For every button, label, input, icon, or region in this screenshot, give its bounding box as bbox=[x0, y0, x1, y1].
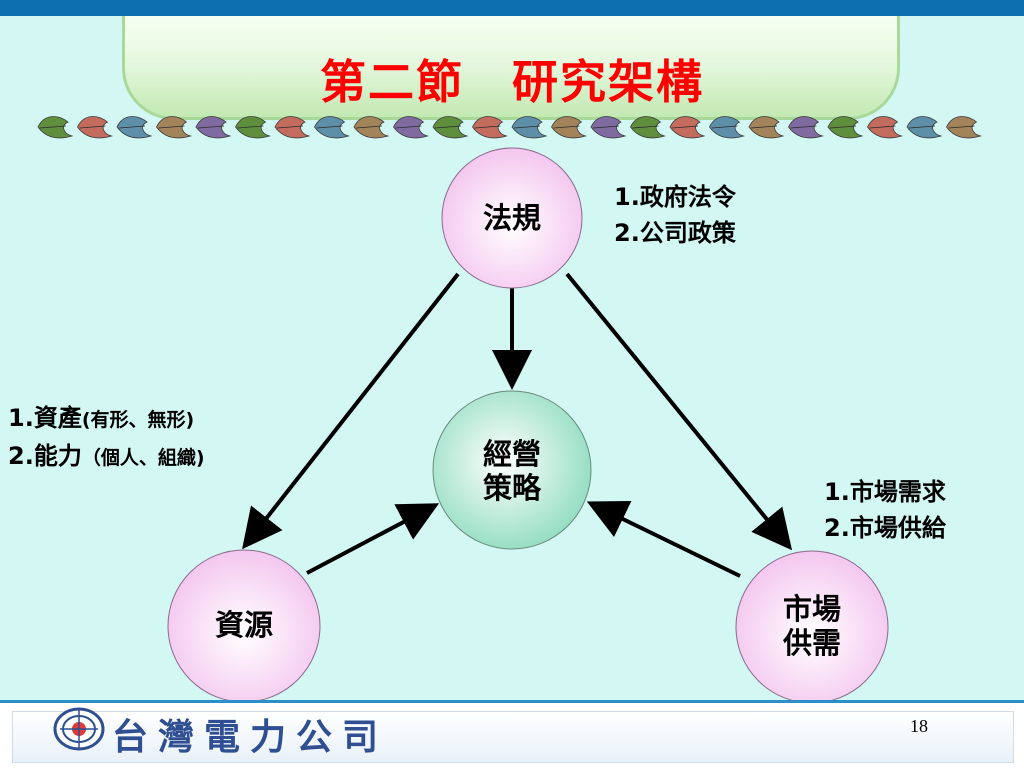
top-band bbox=[0, 0, 1024, 16]
leaf-vein bbox=[711, 125, 738, 129]
market-label-line-2: 供需 bbox=[782, 626, 841, 660]
arrow-resource-to-strategy bbox=[306, 503, 440, 575]
leaf-vein bbox=[750, 125, 778, 129]
resource-note-main-1: 1.資產 bbox=[8, 404, 82, 432]
company-logo-icon bbox=[53, 707, 105, 751]
resource-note-sub-1: (有形、無形) bbox=[81, 409, 195, 431]
leaf-vein bbox=[553, 125, 580, 129]
leaf-vein bbox=[395, 125, 422, 129]
leaf-vein bbox=[434, 125, 462, 129]
leaf-vein bbox=[908, 125, 936, 129]
leaf-vein bbox=[513, 125, 541, 129]
resource-note-sub-2: （個人、組織) bbox=[81, 447, 205, 469]
regulation-note-line-2: 2.公司政策 bbox=[614, 219, 736, 247]
market-note: 1.市場需求 2.市場供給 bbox=[824, 474, 946, 546]
footer-bar bbox=[12, 711, 1014, 763]
market-label-line-1: 市場 bbox=[782, 592, 841, 626]
leaf-vein bbox=[829, 125, 857, 129]
leaf-vein bbox=[316, 125, 343, 129]
company-name: 台灣電力公司 bbox=[112, 717, 389, 758]
leaf-vein bbox=[158, 125, 185, 129]
leaf-vein bbox=[39, 125, 67, 129]
leaf-vein bbox=[790, 125, 817, 129]
leaf-vein bbox=[592, 125, 620, 129]
regulation-node-label: 法規 bbox=[482, 201, 541, 235]
market-node-label: 市場 供需 bbox=[752, 592, 872, 660]
resource-note-main-2: 2.能力 bbox=[8, 442, 82, 470]
leaf-vein bbox=[276, 125, 304, 129]
arrow-market-to-strategy bbox=[586, 501, 741, 578]
regulation-note-line-1: 1.政府法令 bbox=[614, 183, 736, 211]
arrow-regulation-to-market bbox=[565, 272, 793, 551]
market-note-line-1: 1.市場需求 bbox=[824, 478, 946, 506]
strategy-label-line-1: 經營 bbox=[482, 437, 541, 471]
leaf-border-decoration bbox=[37, 116, 983, 139]
leaf-vein bbox=[197, 125, 225, 129]
resource-note-line-1: 1.資產(有形、無形) bbox=[8, 400, 205, 438]
leaf-vein bbox=[948, 125, 975, 129]
leaf-vein bbox=[355, 125, 383, 129]
slide-title: 第二節 研究架構 bbox=[320, 55, 704, 109]
regulation-node bbox=[441, 147, 583, 289]
leaf-vein bbox=[632, 125, 659, 129]
arrow-regulation-to-resource bbox=[242, 272, 460, 550]
leaf-border bbox=[37, 116, 983, 139]
leaf-vein bbox=[118, 125, 146, 129]
footer bbox=[0, 700, 1024, 771]
resource-node-label: 資源 bbox=[214, 608, 273, 642]
leaf-vein bbox=[474, 125, 501, 129]
strategy-label-line-2: 策略 bbox=[482, 471, 541, 505]
strategy-node bbox=[432, 390, 592, 550]
leaf-vein bbox=[237, 125, 264, 129]
title-banner bbox=[122, 16, 900, 120]
leaf-vein bbox=[869, 125, 896, 129]
leaf-vein bbox=[79, 125, 106, 129]
resource-note: 1.資產(有形、無形) 2.能力（個人、組織) bbox=[8, 400, 205, 476]
page-number: 18 bbox=[910, 716, 928, 736]
resource-note-line-2: 2.能力（個人、組織) bbox=[8, 438, 205, 476]
strategy-node-label: 經營 策略 bbox=[452, 437, 572, 505]
market-note-line-2: 2.市場供給 bbox=[824, 514, 946, 542]
leaf-vein bbox=[671, 125, 699, 129]
regulation-note: 1.政府法令 2.公司政策 bbox=[614, 179, 736, 251]
